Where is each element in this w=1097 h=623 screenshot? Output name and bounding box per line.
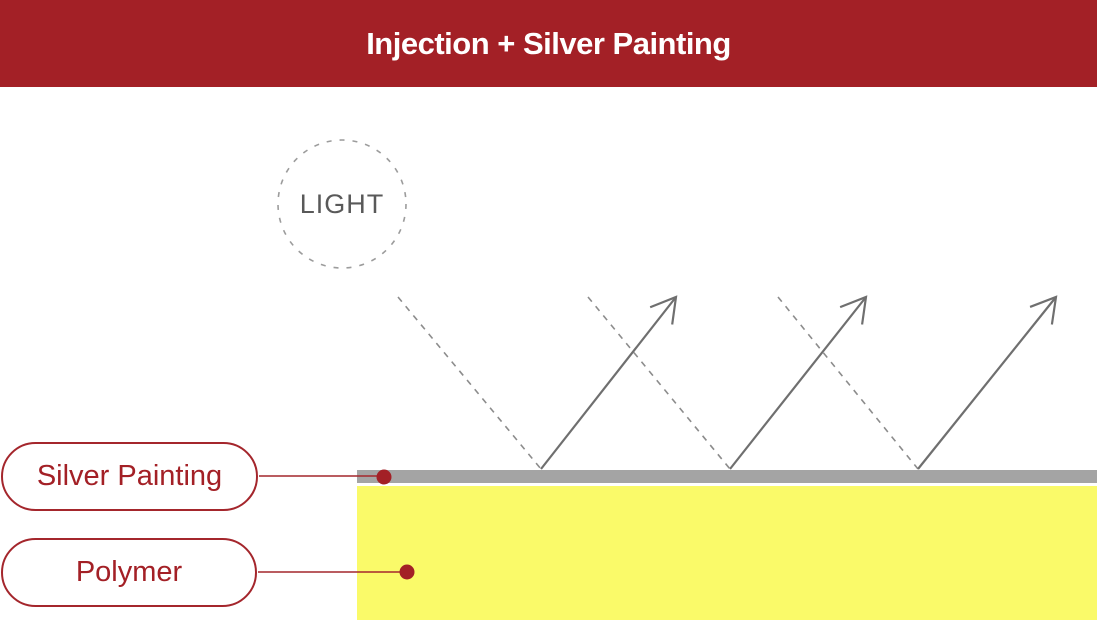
- silver-painting-pill-label: Silver Painting: [36, 460, 223, 492]
- incident-ray-dashed: [587, 296, 731, 470]
- title-bar: Injection + Silver Painting: [0, 0, 1097, 87]
- incident-ray-dashed: [397, 296, 542, 470]
- incident-ray-dashed: [777, 296, 919, 470]
- page-title: Injection + Silver Painting: [366, 25, 731, 61]
- polymer-label-connector-dot: [399, 564, 415, 580]
- silver-painting-layer: [357, 470, 1097, 483]
- reflected-ray-arrow: [540, 295, 678, 470]
- light-circle: [277, 139, 407, 269]
- polymer-layer: [357, 486, 1097, 620]
- reflected-ray-arrow: [729, 295, 868, 470]
- polymer-pill-label: Polymer: [75, 556, 183, 588]
- light-label: LIGHT: [299, 189, 385, 219]
- reflected-ray-arrow: [917, 295, 1058, 470]
- polymer-pill: Polymer: [1, 538, 257, 607]
- silver-label-connector-dot: [376, 469, 392, 485]
- silver-painting-pill: Silver Painting: [1, 442, 258, 511]
